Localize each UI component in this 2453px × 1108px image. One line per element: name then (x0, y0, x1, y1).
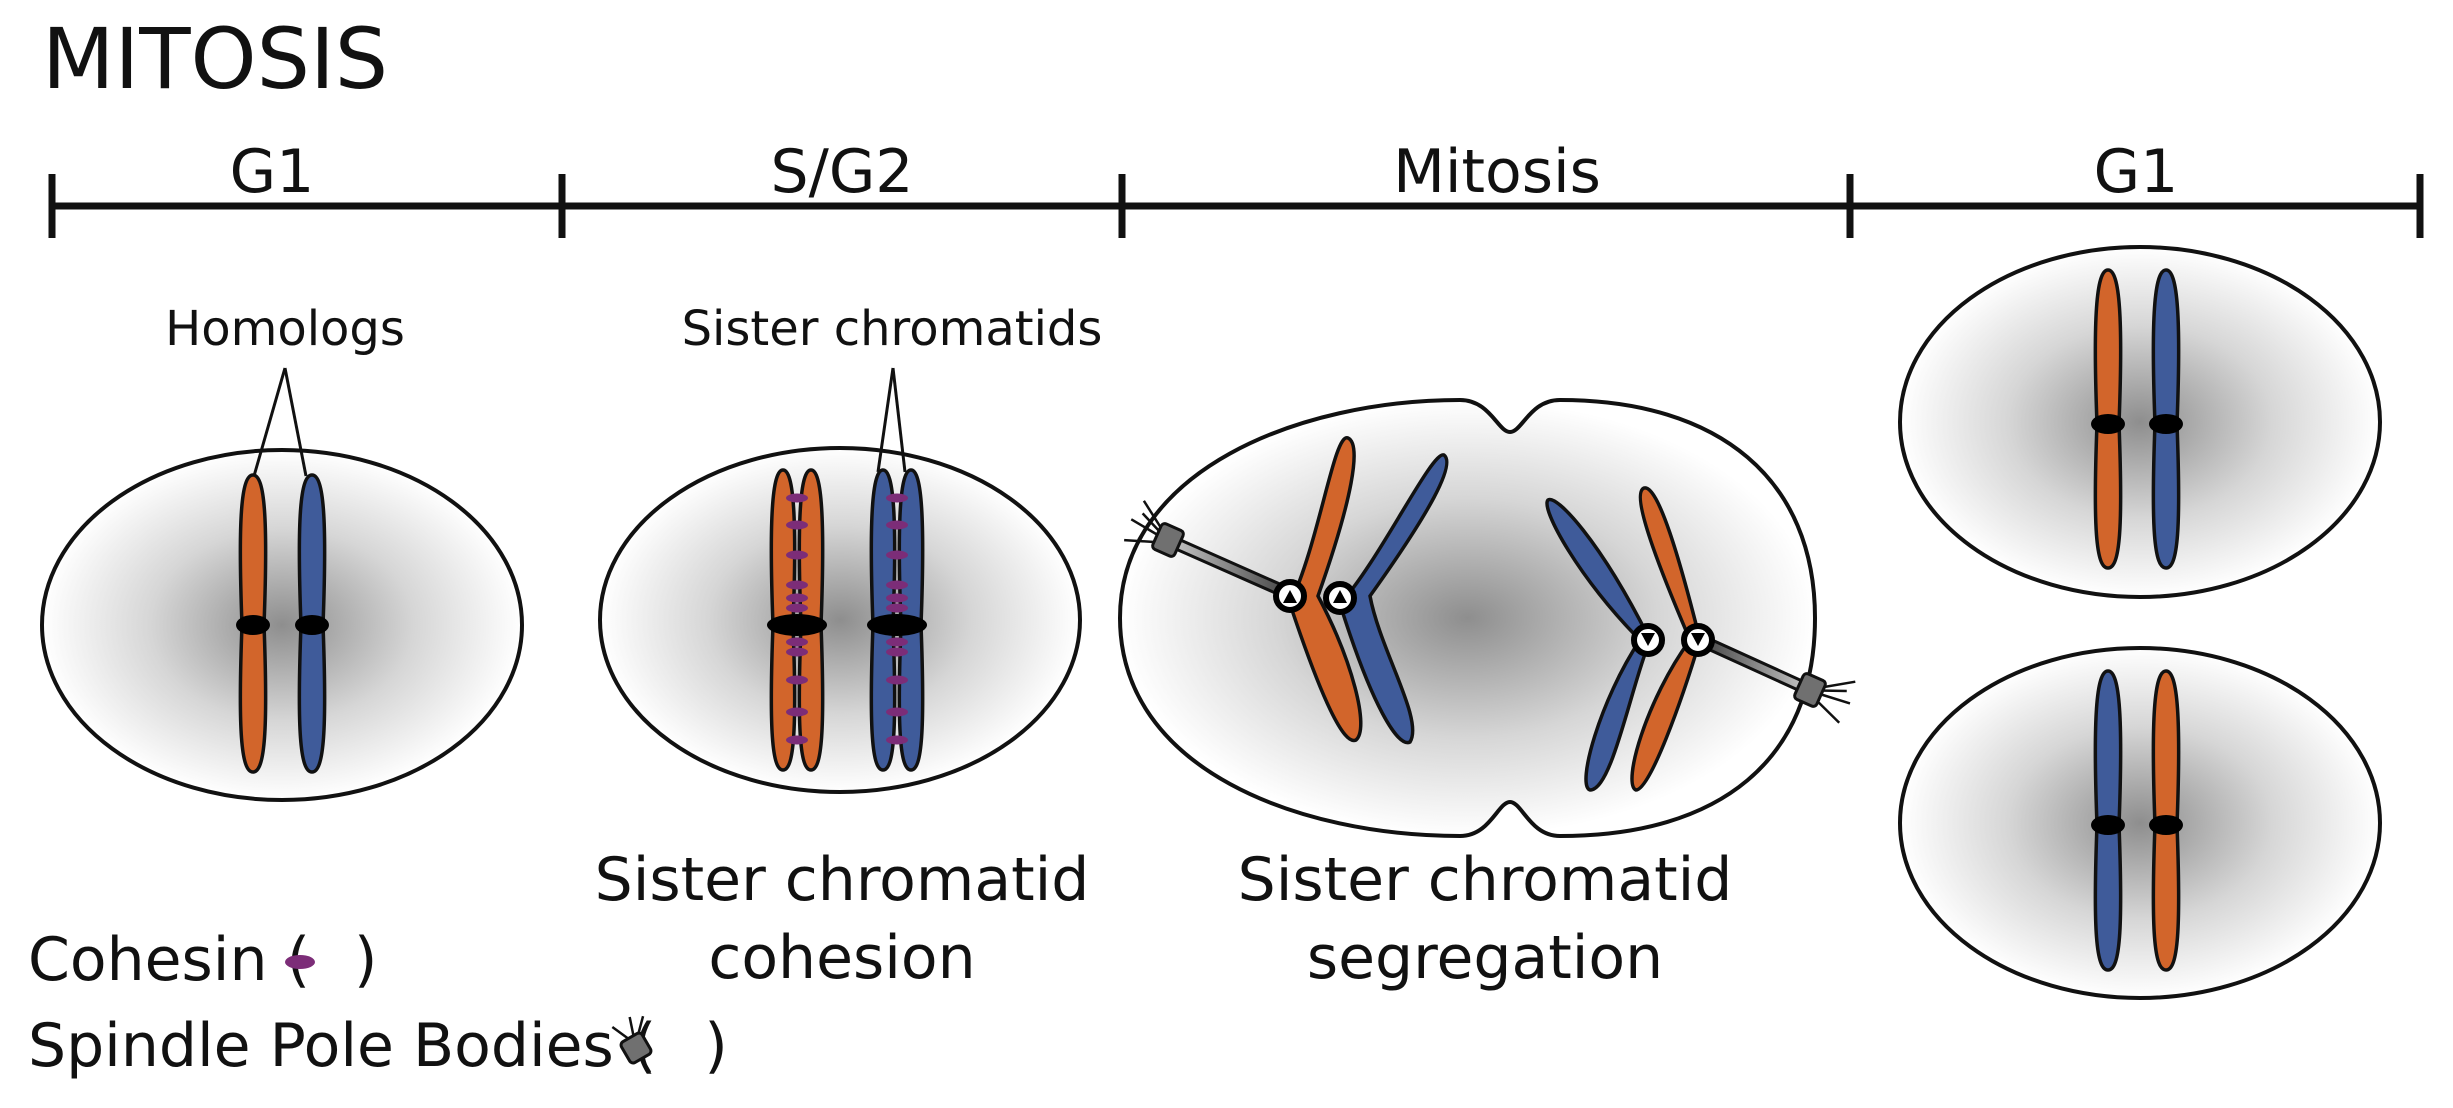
cohesin-rings (786, 493, 908, 745)
centromere (867, 614, 927, 636)
legend: Cohesin () Spindle Pole Bodies () (28, 925, 728, 1081)
cohesion-caption-line1: Sister chromatid (595, 845, 1090, 915)
phase-label-s-g2: S/G2 (771, 137, 914, 207)
daughter-cell-top (1898, 245, 2382, 599)
spindle-pole-body-icon (1124, 500, 1185, 558)
sister-chromatid-blue (1545, 497, 1652, 792)
cell-cycle-timeline (48, 174, 2424, 238)
centromere (236, 615, 270, 635)
g1-cell (40, 448, 524, 802)
phase-label-mitosis: Mitosis (1393, 137, 1601, 207)
right-spindle (1693, 633, 1856, 724)
legend-spb-text: Spindle Pole Bodies () (28, 1011, 728, 1081)
sister-chromatid-orange (1630, 486, 1702, 792)
sister-chromatid-orange (1288, 436, 1363, 743)
centromere (2091, 815, 2125, 835)
centromere (2149, 815, 2183, 835)
segregation-caption-line1: Sister chromatid (1238, 845, 1733, 915)
phase-label-g1: G1 (230, 137, 315, 207)
spindle-pole-body-icon (611, 1015, 653, 1073)
homologs-callout: Homologs (165, 301, 405, 357)
homologs-pointer (252, 367, 308, 477)
left-spindle (1124, 500, 1297, 601)
sister-chromatids-pointer (876, 367, 907, 473)
legend-cohesin-text: Cohesin () (28, 925, 377, 995)
spindle-pole-body-icon (1793, 672, 1856, 724)
centromere (767, 614, 827, 636)
dividing-cell (1117, 397, 1856, 839)
daughter-cell-bottom (1898, 646, 2382, 1000)
centromere (2091, 414, 2125, 434)
diagram-title: MITOSIS (42, 10, 388, 108)
sister-chromatids-callout: Sister chromatids (682, 301, 1103, 357)
phase-label-g1-late: G1 (2094, 137, 2179, 207)
cohesion-caption-line2: cohesion (708, 923, 975, 993)
segregation-caption-line2: segregation (1307, 923, 1663, 993)
s-g2-cell (598, 446, 1082, 794)
sister-chromatid-blue (1338, 453, 1449, 745)
cohesin-ring-icon (285, 955, 315, 969)
centromere (295, 615, 329, 635)
centromere (2149, 414, 2183, 434)
